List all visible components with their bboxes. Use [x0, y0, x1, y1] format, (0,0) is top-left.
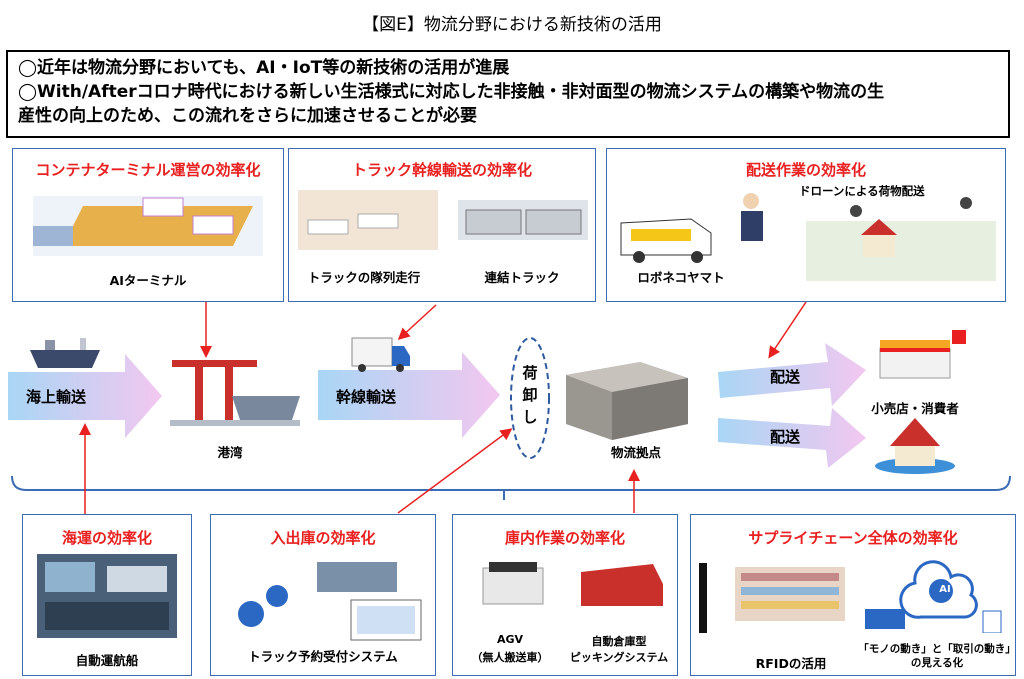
logistics-hub-icon [566, 362, 688, 440]
delivery-truck-icon [351, 337, 410, 372]
unloading-label: 荷卸し [522, 364, 538, 426]
panel-title: 入出庫の効率化 [270, 529, 376, 547]
trunk-arrow [318, 352, 500, 438]
agv-sub-label: （無人搬送車） [471, 651, 549, 664]
trunk-transport-label: 幹線輸送 [336, 388, 397, 406]
visualization-caption-1: 「モノの動き」と「取引の動き」 [858, 643, 1016, 655]
container-terminal-panel: コンテナターミナル運営の効率化 AIターミナル [12, 148, 284, 302]
truck-reservation-caption: トラック予約受付システム [248, 649, 398, 664]
delivery-label-2: 配送 [770, 428, 801, 446]
inhouse-work-panel: 庫内作業の効率化 AGV （無人搬送車） 自動倉庫型 ピッキングシステム [452, 514, 678, 676]
truck-reservation-illustration-icon [238, 562, 422, 641]
agv-picking-illustration-icon [482, 562, 663, 606]
sea-arrow [8, 354, 162, 438]
delivery-label-1: 配送 [770, 368, 801, 386]
panel-title: トラック幹線輸送の効率化 [351, 161, 532, 179]
panel-title: 海運の効率化 [61, 529, 152, 547]
ai-terminal-caption: AIターミナル [109, 273, 187, 288]
warehouse-io-panel: 入出庫の効率化 トラック予約受付システム [210, 514, 436, 676]
shipping-panel: 海運の効率化 自動運航船 [22, 514, 192, 676]
truck-trunk-panel: トラック幹線輸送の効率化 トラックの隊列走行 連結トラック [288, 148, 596, 302]
convenience-store-icon [879, 330, 966, 379]
delivery-panel: 配送作業の効率化 ドローンによる荷物配送 ロボネコヤマト [606, 148, 1006, 302]
summary-line-3: 産性の向上のため、この流れをさらに加速させることが必要 [18, 106, 477, 126]
autonomous-ship-caption: 自動運航船 [75, 653, 139, 668]
agv-label: AGV [496, 633, 524, 646]
summary-line-1: ◯近年は物流分野においても、AI・IoT等の新技術の活用が進展 [18, 58, 510, 78]
rfid-caption: RFIDの活用 [755, 656, 827, 671]
auto-warehouse-label: 自動倉庫型 [591, 635, 647, 648]
ai-badge: AI [939, 584, 951, 595]
autonomous-ship-illustration-icon [37, 554, 177, 638]
delivery-illustration-icon [620, 193, 996, 281]
supply-chain-panel: サプライチェーン全体の効率化 AI RFIDの活用 「モノの動き」と「取引の動き… [690, 514, 1016, 676]
panel-title: コンテナターミナル運営の効率化 [35, 161, 261, 179]
retail-consumer-label: 小売店・消費者 [871, 401, 959, 416]
supply-chain-illustration-icon [699, 560, 1002, 633]
summary-box: ◯近年は物流分野においても、AI・IoT等の新技術の活用が進展 ◯With/Af… [6, 50, 1010, 138]
ai-terminal-illustration-icon [33, 196, 263, 256]
truck-platooning-illustration-icon [298, 190, 588, 250]
picking-system-label: ピッキングシステム [569, 651, 669, 664]
deliver1-arrow [718, 343, 866, 406]
container-ship-icon [30, 338, 100, 368]
port-crane-icon [170, 360, 300, 426]
coupled-truck-caption: 連結トラック [484, 270, 560, 285]
panel-title: 配送作業の効率化 [745, 161, 866, 179]
platooning-caption: トラックの隊列走行 [307, 270, 421, 285]
visualization-caption-2: の見える化 [910, 657, 964, 669]
summary-line-2: ◯With/Afterコロナ時代における新しい生活様式に対応した非接触・非対面型… [18, 82, 885, 102]
logistics-hub-label: 物流拠点 [610, 445, 661, 460]
house-icon [875, 418, 955, 474]
panel-title: サプライチェーン全体の効率化 [748, 529, 958, 547]
deliver2-arrow [718, 408, 866, 468]
robonekoyamato-caption: ロボネコヤマト [637, 270, 725, 285]
drone-delivery-caption: ドローンによる荷物配送 [799, 184, 925, 198]
sea-transport-label: 海上輸送 [26, 388, 87, 406]
port-label: 港湾 [217, 445, 243, 460]
panel-title: 庫内作業の効率化 [504, 529, 625, 547]
figure-title: 【図E】物流分野における新技術の活用 [362, 15, 662, 35]
